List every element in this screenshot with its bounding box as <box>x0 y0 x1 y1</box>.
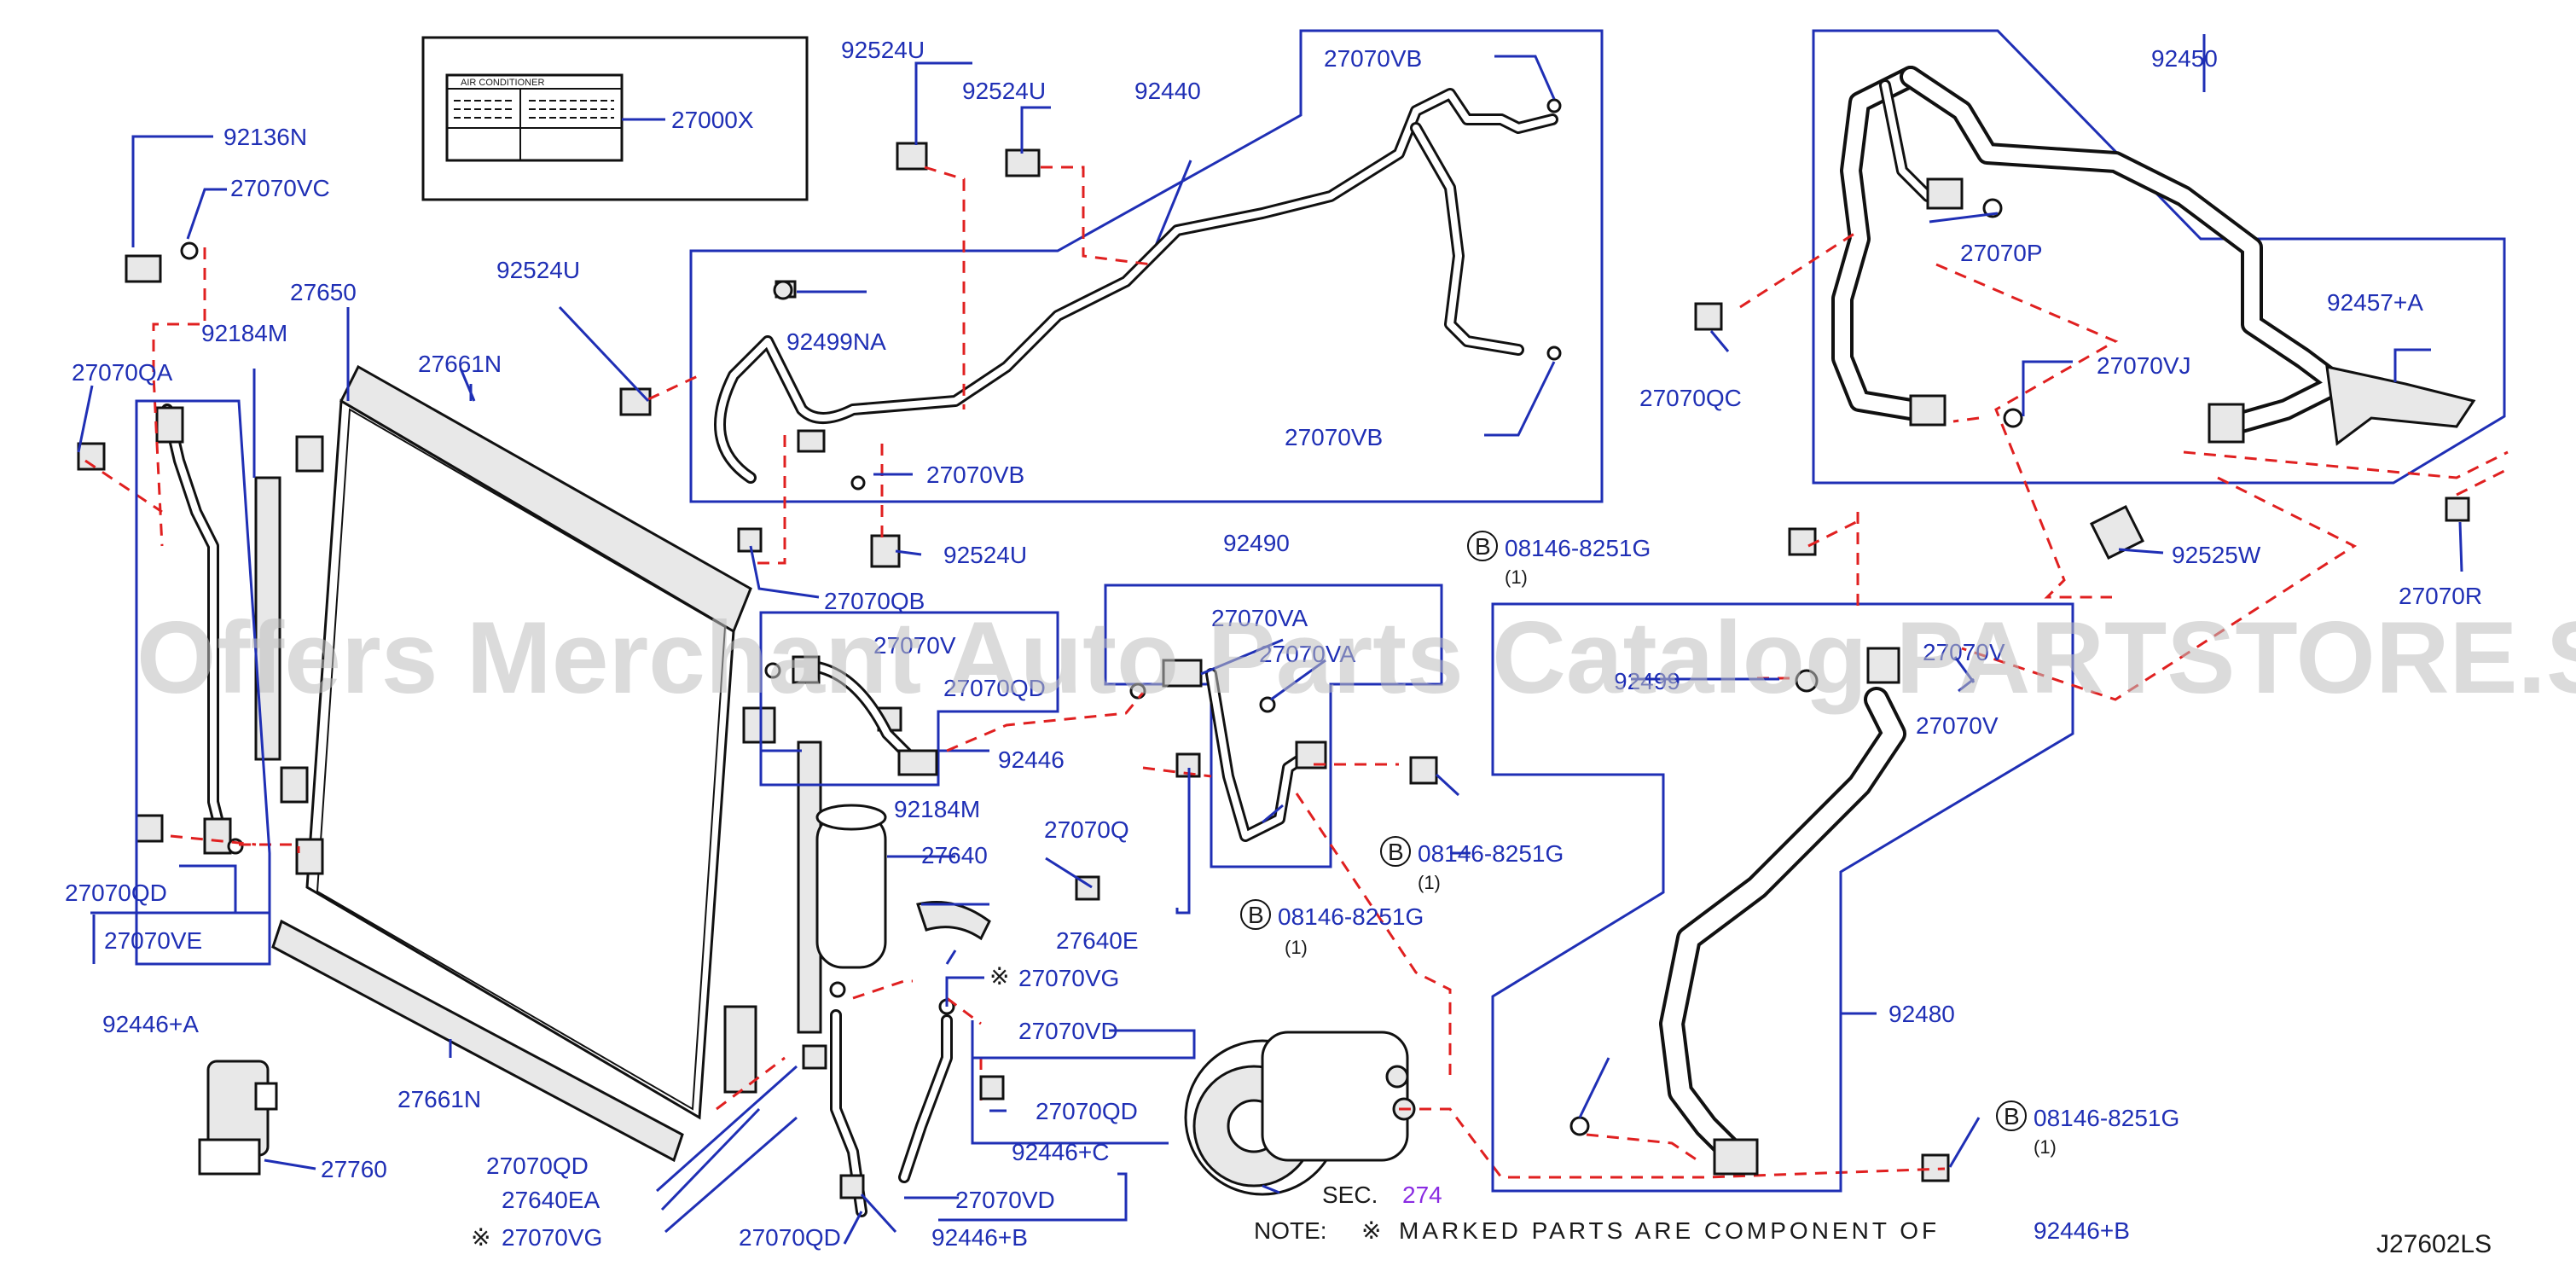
part-label-27070P[interactable]: 27070P <box>1960 240 2043 266</box>
box-92440 <box>689 29 1604 503</box>
clip-icon <box>619 142 1041 568</box>
diagram-code: J27602LS <box>2376 1230 2492 1258</box>
part-label-92446+A[interactable]: 92446+A <box>102 1011 199 1037</box>
part-label-27070QD[interactable]: 27070QD <box>739 1224 841 1251</box>
part-label-27070VG[interactable]: 27070VG <box>1018 965 1119 991</box>
condenser-27650 <box>254 364 822 1163</box>
note-text: MARKED PARTS ARE COMPONENT OF <box>1399 1217 1940 1244</box>
watermark: Offers Merchant Auto Parts Catalog PARTS… <box>136 601 2576 715</box>
part-label-92446[interactable]: 92446 <box>998 746 1065 773</box>
part-label-08146-8251G[interactable]: 08146-8251G <box>2034 1105 2179 1131</box>
part-label-27650[interactable]: 27650 <box>290 279 357 305</box>
part-label-27070QD[interactable]: 27070QD <box>943 675 1046 701</box>
part-label-92446+B[interactable]: 92446+B <box>931 1224 1028 1251</box>
part-label-92499[interactable]: 92499 <box>1614 668 1680 694</box>
box-92450 <box>1812 29 2506 485</box>
bolt-callout: B 08146-8251G (1) <box>1996 1100 2179 1158</box>
part-label-27070QB[interactable]: 27070QB <box>824 588 925 614</box>
svg-text:(1): (1) <box>1285 937 1308 958</box>
box-92480 <box>1491 602 2074 1193</box>
part-label-27070VA[interactable]: 27070VA <box>1259 641 1355 667</box>
part-label-92184M[interactable]: 92184M <box>894 796 980 822</box>
part-label-27070VB[interactable]: 27070VB <box>926 462 1024 488</box>
part-label-92490[interactable]: 92490 <box>1223 530 1290 556</box>
svg-text:(1): (1) <box>1418 872 1441 893</box>
part-label-27070VD[interactable]: 27070VD <box>955 1187 1055 1213</box>
part-label-27640EA[interactable]: 27640EA <box>502 1187 600 1213</box>
part-label-27070QD[interactable]: 27070QD <box>1036 1098 1138 1124</box>
part-label-92440[interactable]: 92440 <box>1134 78 1201 104</box>
part-label-92184M[interactable]: 92184M <box>201 320 287 346</box>
part-label-27070QC[interactable]: 27070QC <box>1639 385 1742 411</box>
svg-text:(1): (1) <box>2034 1136 2057 1158</box>
part-label-27070VG[interactable]: 27070VG <box>502 1224 602 1251</box>
part-label-92524U[interactable]: 92524U <box>841 37 925 63</box>
part-label-27661N[interactable]: 27661N <box>418 351 502 377</box>
label-plate: AIR CONDITIONER 27000X <box>421 36 809 201</box>
note-target[interactable]: 92446+B <box>2034 1217 2130 1244</box>
part-label-27070VB[interactable]: 27070VB <box>1285 424 1383 450</box>
component-mark: ※ <box>989 963 1009 990</box>
part-label-27070VE[interactable]: 27070VE <box>104 927 202 954</box>
component-mark: ※ <box>471 1224 490 1251</box>
part-label-92480[interactable]: 92480 <box>1888 1001 1955 1027</box>
part-label-08146-8251G[interactable]: 08146-8251G <box>1505 535 1651 561</box>
section-ref-prefix: SEC. <box>1322 1182 1378 1208</box>
note-mark: ※ <box>1361 1217 1381 1244</box>
part-label-08146-8251G[interactable]: 08146-8251G <box>1278 903 1424 930</box>
part-label-92524U[interactable]: 92524U <box>496 257 580 283</box>
part-label-27760[interactable]: 27760 <box>321 1156 387 1182</box>
part-label-27070Q[interactable]: 27070Q <box>1044 816 1129 843</box>
part-label-27640[interactable]: 27640 <box>921 842 988 868</box>
part-label-27070VJ[interactable]: 27070VJ <box>2097 352 2191 379</box>
svg-text:B: B <box>1475 533 1491 560</box>
part-label-92136N[interactable]: 92136N <box>223 124 307 150</box>
part-label-27640E[interactable]: 27640E <box>1056 927 1139 954</box>
part-label-92450[interactable]: 92450 <box>2151 45 2218 72</box>
svg-text:(1): (1) <box>1505 566 1528 588</box>
part-label-27070QA[interactable]: 27070QA <box>72 359 173 386</box>
part-label-27070V[interactable]: 27070V <box>1916 712 1999 739</box>
part-label-27661N[interactable]: 27661N <box>397 1086 481 1112</box>
part-label-27000X[interactable]: 27000X <box>671 107 754 133</box>
svg-text:B: B <box>2004 1103 2020 1130</box>
part-label-27070R[interactable]: 27070R <box>2399 583 2482 609</box>
part-label-92524U[interactable]: 92524U <box>943 542 1027 568</box>
svg-text:B: B <box>1388 839 1404 865</box>
bolt-callout: B 08146-8251G (1) <box>1240 899 1424 958</box>
part-label-08146-8251G[interactable]: 08146-8251G <box>1418 840 1564 867</box>
leader-lines <box>77 55 2463 1245</box>
part-label-27070VA[interactable]: 27070VA <box>1211 605 1308 631</box>
part-label-92457+A[interactable]: 92457+A <box>2327 289 2423 316</box>
part-label-92525W[interactable]: 92525W <box>2172 542 2261 568</box>
compressor-icon <box>1184 1031 1416 1196</box>
part-label-27070V[interactable]: 27070V <box>873 632 956 659</box>
part-label-27070V[interactable]: 27070V <box>1923 639 2005 665</box>
part-label-27070VC[interactable]: 27070VC <box>230 175 330 201</box>
sensor-27760 <box>198 1060 278 1176</box>
note-prefix: NOTE: <box>1254 1217 1327 1244</box>
bolt-callout: B 08146-8251G (1) <box>1467 531 1651 588</box>
part-label-92499NA[interactable]: 92499NA <box>786 328 886 355</box>
part-label-27070VD[interactable]: 27070VD <box>1018 1018 1118 1044</box>
svg-text:B: B <box>1248 902 1264 928</box>
section-ref-link[interactable]: 274 <box>1402 1182 1442 1208</box>
receiver-drier-27640 <box>815 804 991 969</box>
label-plate-heading: AIR CONDITIONER <box>461 78 544 88</box>
part-label-27070QD[interactable]: 27070QD <box>486 1153 589 1179</box>
bolt-callout: B 08146-8251G (1) <box>1380 836 1564 893</box>
part-label-92524U[interactable]: 92524U <box>962 78 1046 104</box>
part-label-27070QD[interactable]: 27070QD <box>65 880 167 906</box>
part-label-92446+C[interactable]: 92446+C <box>1012 1139 1109 1165</box>
part-label-27070VB[interactable]: 27070VB <box>1324 45 1422 72</box>
